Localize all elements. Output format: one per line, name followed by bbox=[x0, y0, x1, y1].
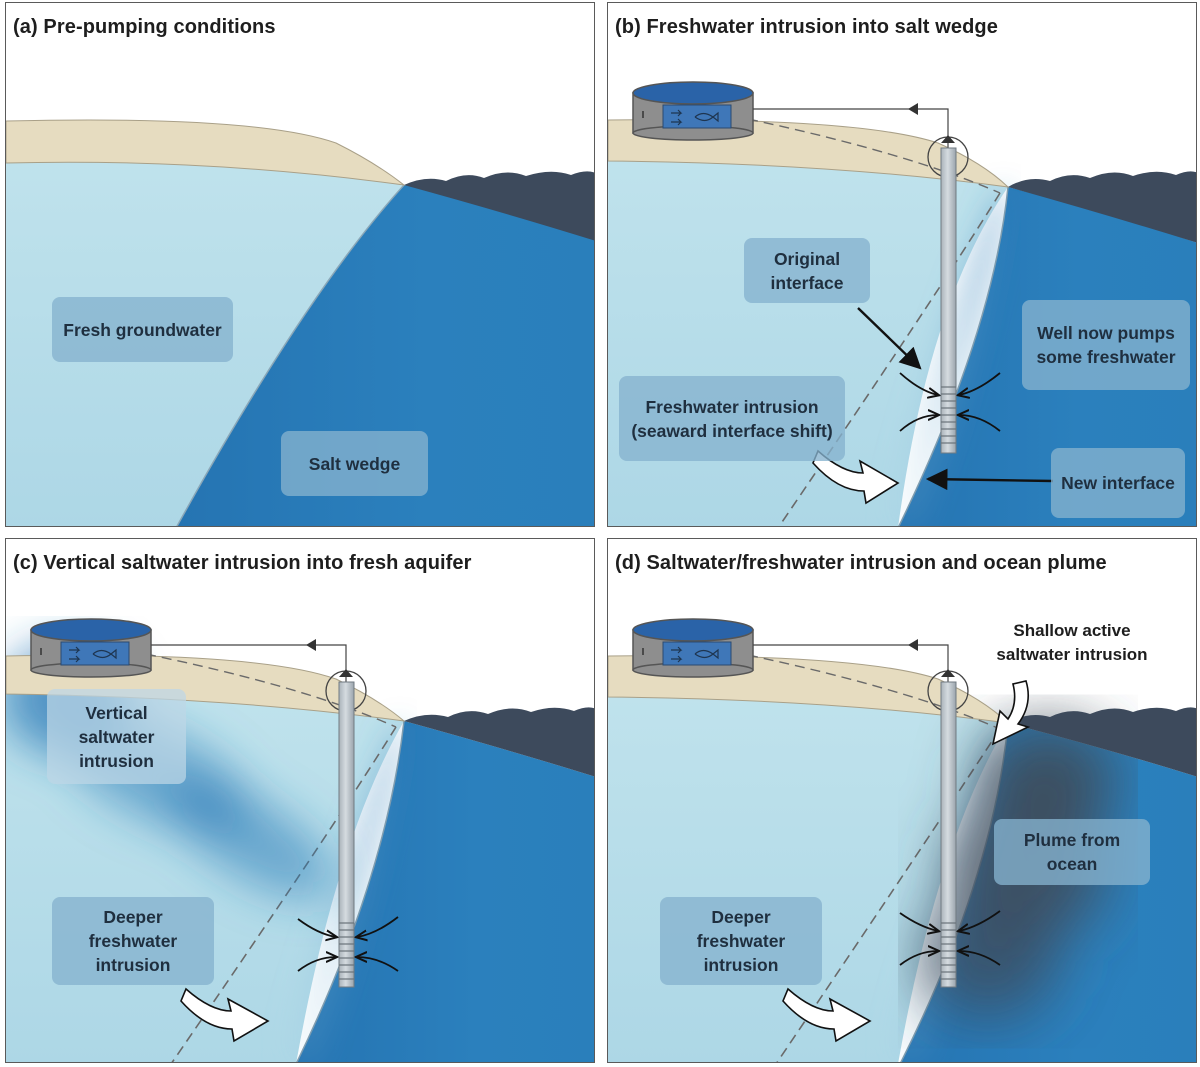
panel-a-title: (a) Pre-pumping conditions bbox=[13, 16, 276, 38]
interface-line bbox=[296, 720, 405, 1062]
ocean-surface bbox=[1008, 707, 1196, 777]
new-interface-line bbox=[898, 186, 1009, 526]
label-new-interface: New interface bbox=[1051, 448, 1185, 518]
salt-wedge bbox=[296, 721, 594, 1062]
label-original-interface: Original interface bbox=[744, 238, 870, 303]
label-shallow-saltwater-intrusion: Shallow active saltwater intrusion bbox=[996, 621, 1148, 664]
panel-d-title: (d) Saltwater/freshwater intrusion and o… bbox=[615, 552, 1107, 574]
inflow-arrows bbox=[297, 916, 399, 972]
flow-arrowhead-icon bbox=[908, 639, 918, 651]
panel-c-title: (c) Vertical saltwater intrusion into fr… bbox=[13, 552, 472, 574]
well-screen bbox=[339, 922, 354, 980]
ocean-surface bbox=[404, 707, 594, 777]
label-deeper-freshwater-intrusion: Deeper freshwater intrusion bbox=[52, 897, 214, 985]
well-screen bbox=[941, 922, 956, 980]
deeper-freshwater-flow-arrow-icon bbox=[782, 987, 872, 1043]
well-screen bbox=[941, 386, 956, 444]
panel-c: (c) Vertical saltwater intrusion into fr… bbox=[5, 538, 595, 1063]
original-interface-dashed bbox=[776, 728, 1001, 1062]
label-vertical-saltwater-intrusion: Vertical saltwater intrusion bbox=[47, 689, 186, 784]
panel-b-title: (b) Freshwater intrusion into salt wedge bbox=[615, 16, 998, 38]
label-deeper-freshwater-intrusion: Deeper freshwater intrusion bbox=[660, 897, 822, 985]
original-interface-pointer bbox=[857, 307, 922, 370]
label-well-pumps-freshwater: Well now pumps some freshwater bbox=[1022, 300, 1190, 390]
label-freshwater-intrusion: Freshwater intrusion (seaward interface … bbox=[619, 376, 845, 461]
freshwater-flow-arrow-icon bbox=[812, 449, 900, 505]
panel-d: (d) Saltwater/freshwater intrusion and o… bbox=[607, 538, 1197, 1063]
ocean-surface bbox=[1008, 171, 1196, 243]
panel-a: (a) Pre-pumping conditions Fresh groundw… bbox=[5, 2, 595, 527]
well-casing bbox=[940, 147, 957, 454]
sand-layer bbox=[6, 119, 406, 186]
inflow-arrows bbox=[899, 372, 1001, 432]
flow-arrowhead-icon bbox=[306, 639, 316, 651]
fish-tank-icon bbox=[30, 618, 152, 678]
well-casing bbox=[338, 681, 355, 988]
label-fresh-groundwater: Fresh groundwater bbox=[52, 297, 233, 362]
deeper-freshwater-flow-arrow-icon bbox=[180, 987, 270, 1043]
label-salt-wedge: Salt wedge bbox=[281, 431, 428, 496]
fish-tank-icon bbox=[632, 81, 754, 141]
flow-arrowhead-icon bbox=[908, 103, 918, 115]
ocean-surface bbox=[404, 171, 594, 241]
panel-b: (b) Freshwater intrusion into salt wedge… bbox=[607, 2, 1197, 527]
new-interface-pointer bbox=[925, 468, 1054, 491]
salt-fresh-interface bbox=[176, 184, 405, 526]
well-casing bbox=[940, 681, 957, 988]
shallow-saltwater-flow-arrow-icon bbox=[991, 680, 1031, 746]
fish-tank-icon bbox=[632, 618, 754, 678]
inflow-arrows bbox=[899, 910, 1001, 966]
label-plume-from-ocean: Plume from ocean bbox=[994, 819, 1150, 885]
